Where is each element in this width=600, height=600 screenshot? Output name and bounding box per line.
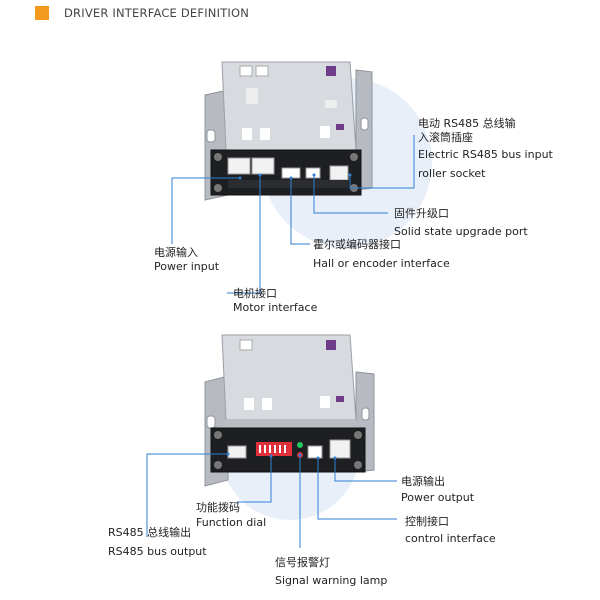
- label-motor-interface-cn: 电机接口: [233, 287, 277, 300]
- label-hall-encoder-en: Hall or encoder interface: [313, 257, 450, 270]
- label-function-dial-cn: 功能拨码: [196, 501, 240, 514]
- label-motor-interface-en: Motor interface: [233, 301, 318, 314]
- label-rs485-input-en-line1: Electric RS485 bus input: [418, 148, 553, 161]
- page-title: DRIVER INTERFACE DEFINITION: [64, 6, 250, 20]
- top-callout-lines: [171, 135, 415, 294]
- label-rs485-output-en: RS485 bus output: [108, 545, 207, 558]
- label-signal-lamp-en: Signal warning lamp: [275, 574, 388, 587]
- top-firmware-connector: [305, 167, 321, 179]
- top-motor-connector: [251, 157, 275, 175]
- label-control-interface-en: control interface: [405, 532, 496, 545]
- label-rs485-input-cn-line1: 电动 RS485 总线输: [418, 117, 516, 130]
- label-power-output-cn: 电源输出: [401, 475, 445, 488]
- label-rs485-input-cn-line2: 入滚筒插座: [418, 131, 473, 144]
- header-accent-square: [35, 6, 49, 20]
- label-power-input-cn: 电源输入: [154, 246, 198, 259]
- label-power-output-en: Power output: [401, 491, 475, 504]
- label-hall-encoder-cn: 霍尔或编码器接口: [313, 238, 401, 251]
- label-signal-lamp-cn: 信号报警灯: [275, 556, 330, 569]
- label-rs485-input-en-line2: roller socket: [418, 167, 486, 180]
- label-power-input-en: Power input: [154, 260, 220, 273]
- top-power-input-connector: [227, 157, 251, 175]
- label-firmware-port-en: Solid state upgrade port: [394, 225, 528, 238]
- label-rs485-output-cn: RS485 总线输出: [108, 526, 192, 539]
- label-control-interface-cn: 控制接口: [405, 515, 449, 528]
- label-function-dial-en: Function dial: [196, 516, 267, 529]
- label-firmware-port-cn: 固件升级口: [394, 207, 449, 220]
- top-rs485-connector: [329, 165, 349, 181]
